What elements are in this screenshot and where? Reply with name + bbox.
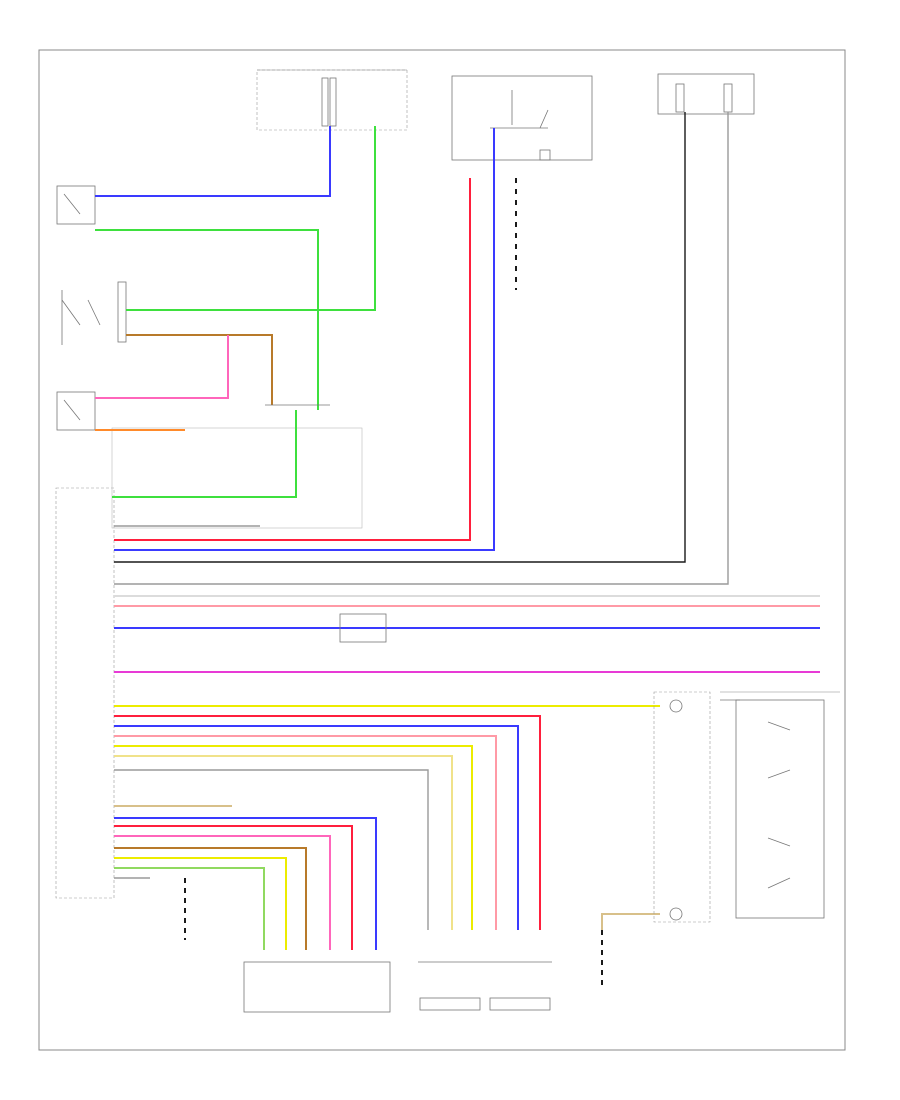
- wire-red-center: [114, 178, 471, 541]
- diagram-frame: [38, 49, 846, 1051]
- wire-green-brake: [95, 229, 319, 410]
- wires-top: [95, 126, 376, 498]
- ground-relay: [539, 149, 551, 161]
- wire-gray-right: [114, 112, 729, 585]
- wire-green-join: [112, 410, 297, 498]
- wire-pink-clutch: [95, 335, 229, 399]
- spiral-cable-box: [653, 691, 711, 923]
- fuse-box-right: [657, 73, 755, 115]
- wires-lower-fan: [114, 715, 541, 930]
- harness-box: [111, 427, 363, 529]
- wire-blue-brake: [95, 126, 331, 197]
- fuse-box-left: [256, 69, 408, 131]
- ecm-module-box: [55, 487, 115, 899]
- cruise-control-switch: [720, 691, 840, 919]
- spiral-cable-top-icon: [669, 699, 683, 713]
- wires-ecm-outputs: [114, 112, 820, 707]
- ground-left-dashes: [184, 878, 603, 985]
- wires-bottom-fan: [114, 805, 377, 950]
- sensor-box: [339, 613, 387, 643]
- wire-green-fuse: [126, 126, 376, 311]
- spiral-cable-bottom-icon: [669, 907, 683, 921]
- fuse-box-center: [451, 75, 593, 161]
- throttle-actuator-box: [243, 961, 391, 1013]
- wire-brown-clutch: [126, 334, 273, 405]
- wire-blue-center: [114, 128, 495, 551]
- wire-black-right: [114, 112, 686, 563]
- accelerator-pedal-box: [418, 961, 552, 1011]
- brake-switch-icon: [56, 185, 96, 225]
- clutch-switch-icon: [61, 281, 127, 345]
- transmission-switch-icon: [56, 391, 96, 431]
- wire-tan-right: [601, 913, 660, 930]
